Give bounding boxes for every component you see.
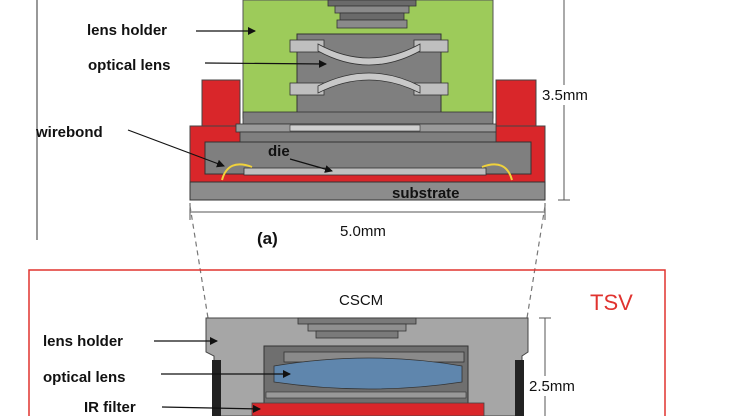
projection-line-left [189, 205, 209, 319]
projection-line-right [526, 205, 546, 319]
top-lens-element-1 [317, 43, 421, 66]
bottom-height-dimension: 2.5mm [529, 378, 575, 395]
top-width-dimension: 5.0mm [340, 223, 386, 240]
label-optical-lens-bottom: optical lens [43, 369, 126, 386]
label-wirebond: wirebond [35, 124, 103, 141]
caption-a: (a) [257, 229, 278, 248]
wirebond-wire-left [221, 163, 253, 181]
label-lens-holder-bottom: lens holder [43, 333, 123, 350]
top-lens-element-2 [317, 72, 421, 94]
substrate-shape [189, 181, 546, 201]
tsv-module-diagram: TSV CSCM lens holder optical lens IR fil… [28, 269, 666, 416]
label-optical-lens-top: optical lens [88, 57, 171, 74]
tsv-tag: TSV [590, 290, 633, 315]
label-ir-filter: IR filter [84, 399, 136, 416]
wirebond-module-diagram: lens holder optical lens wirebond die su… [35, 0, 602, 248]
label-die: die [268, 143, 290, 160]
ir-filter-shape [251, 402, 485, 416]
label-lens-holder-top: lens holder [87, 22, 167, 39]
tsv-optical-lens-shape [273, 357, 463, 390]
wirebond-wire-right [481, 163, 513, 181]
die-shape [243, 167, 487, 176]
tsv-red-box [28, 269, 666, 416]
cscm-title: CSCM [339, 292, 383, 309]
top-height-dimension: 3.5mm [542, 87, 588, 104]
label-substrate: substrate [392, 185, 460, 202]
